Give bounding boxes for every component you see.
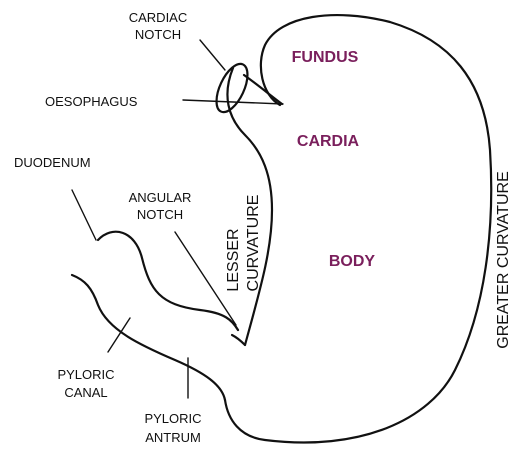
pyloric-inner-wall — [232, 335, 245, 345]
greater-curvature-outline — [225, 15, 491, 442]
oesophagus-outline — [210, 59, 254, 116]
fundus-label: FUNDUS — [292, 49, 359, 66]
angular-notch-label-line2: NOTCH — [137, 207, 183, 222]
duodenum-leader — [72, 190, 96, 240]
cardia-label: CARDIA — [297, 133, 360, 150]
pyloric-canal-label-line2: CANAL — [64, 385, 107, 400]
duodenum-label: DUODENUM — [14, 155, 91, 170]
oesophagus-label: OESOPHAGUS — [45, 94, 138, 109]
pyloric-antrum-label-line2: ANTRUM — [145, 430, 201, 445]
pyloric-antrum-label-line1: PYLORIC — [144, 411, 201, 426]
cardiac-notch-label-line1: CARDIAC — [129, 10, 188, 25]
greater-curvature-label: GREATER CURVATURE — [495, 171, 512, 349]
cardiac-notch-label-line2: NOTCH — [135, 27, 181, 42]
body-label: BODY — [329, 253, 376, 270]
oesophagus-leader — [183, 100, 283, 104]
duodenum-upper-wall — [98, 232, 238, 330]
lesser-curvature-label-line2: CURVATURE — [245, 195, 262, 292]
cardiac-notch-leader — [200, 40, 225, 70]
pyloric-canal-label-line1: PYLORIC — [57, 367, 114, 382]
angular-notch-label-line1: ANGULAR — [129, 190, 192, 205]
lesser-curvature-label-line1: LESSER — [225, 228, 242, 291]
